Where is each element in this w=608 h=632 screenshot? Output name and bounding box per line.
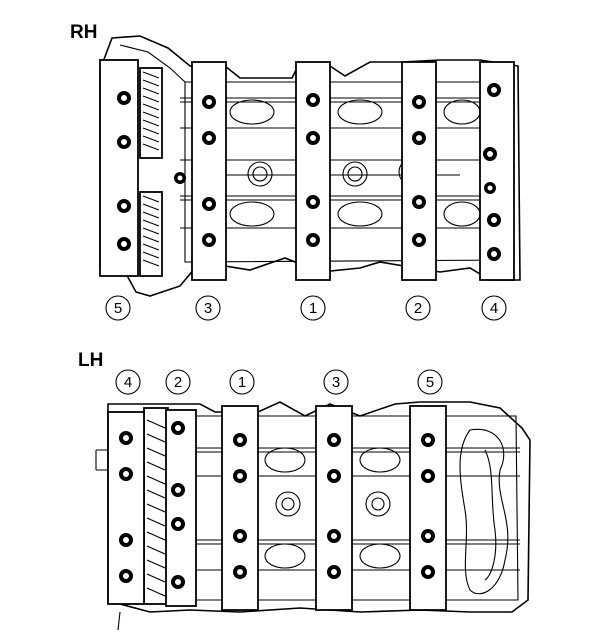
rh-seq-1: 5 [114, 300, 122, 317]
rh-cap-3 [191, 61, 227, 281]
rh-sequence: 5 3 1 2 4 [105, 295, 507, 321]
rh-seq-2: 3 [204, 300, 212, 317]
rh-upper-gear [139, 67, 163, 159]
lh-sequence: 4 2 1 3 5 [115, 369, 443, 395]
rh-cap-2 [401, 61, 437, 281]
rh-seq-5: 4 [490, 300, 498, 317]
rh-seq-3: 1 [309, 300, 317, 317]
lh-bolts [119, 421, 435, 589]
rh-seq-4: 2 [414, 300, 422, 317]
lh-head-outline [107, 401, 531, 613]
lh-seq-2: 2 [174, 374, 182, 391]
rh-label: RH [70, 22, 97, 43]
rh-section: RH [70, 22, 521, 321]
rh-bolts [117, 83, 501, 261]
lh-section: LH 4 2 1 3 5 [78, 350, 531, 631]
rh-cap-4 [479, 61, 515, 281]
lh-seq-1: 4 [124, 374, 132, 391]
lh-seq-5: 5 [426, 374, 434, 391]
lh-seq-4: 3 [332, 374, 340, 391]
lh-seq-3: 1 [238, 374, 246, 391]
lh-cap-2 [165, 409, 197, 607]
lh-gear [143, 407, 169, 605]
lh-label: LH [78, 350, 103, 371]
